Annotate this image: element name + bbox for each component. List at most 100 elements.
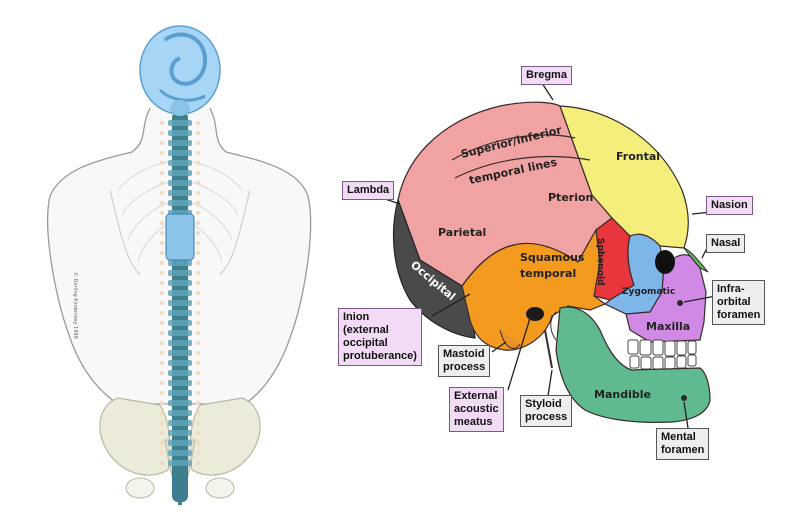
vertebra bbox=[168, 390, 192, 396]
rib-head bbox=[159, 290, 165, 296]
vertebra bbox=[168, 300, 192, 306]
nasal-bone bbox=[682, 247, 709, 273]
vertebra bbox=[168, 200, 192, 206]
vertebra bbox=[168, 380, 192, 386]
zygomatic-label: Zygomatic bbox=[622, 287, 675, 297]
mental-foramen-mark bbox=[681, 395, 687, 401]
rib-head bbox=[159, 120, 165, 126]
infraorbital-foramen-mark bbox=[677, 300, 683, 306]
vertebra bbox=[168, 260, 192, 266]
vertebra bbox=[168, 400, 192, 406]
rib-head bbox=[195, 450, 201, 456]
sphenoid-label: Sphenoid bbox=[595, 238, 605, 286]
rib-head bbox=[195, 330, 201, 336]
rib-head bbox=[195, 420, 201, 426]
rib-head bbox=[195, 210, 201, 216]
pterion-label: Pterion bbox=[548, 191, 593, 204]
mandible-label: Mandible bbox=[594, 388, 651, 401]
parietal-label: Parietal bbox=[438, 226, 486, 239]
nasion-callout: Nasion bbox=[706, 196, 753, 215]
rib-head bbox=[159, 390, 165, 396]
vertebra bbox=[168, 120, 192, 126]
rib-head bbox=[159, 310, 165, 316]
rib-head bbox=[195, 120, 201, 126]
rib-head bbox=[195, 400, 201, 406]
rib-head bbox=[159, 200, 165, 206]
rib-head bbox=[195, 130, 201, 136]
leader-lines bbox=[381, 79, 717, 429]
rib-head bbox=[159, 230, 165, 236]
rib-head bbox=[159, 370, 165, 376]
vertebra bbox=[168, 370, 192, 376]
rib-head bbox=[195, 430, 201, 436]
rib-head bbox=[195, 240, 201, 246]
styloid-process-callout: Styloid process bbox=[520, 395, 573, 427]
rib-head bbox=[195, 300, 201, 306]
rib-head bbox=[159, 190, 165, 196]
rib-head bbox=[195, 160, 201, 166]
vertebra bbox=[168, 350, 192, 356]
copyright-text: © Dorling Kindersley 1999 bbox=[72, 272, 79, 339]
rib-head bbox=[195, 290, 201, 296]
squamous-label: Squamous bbox=[520, 251, 585, 264]
rib-head bbox=[195, 440, 201, 446]
nasal-callout: Nasal bbox=[706, 234, 746, 253]
vertebra bbox=[168, 290, 192, 296]
vertebra bbox=[168, 190, 192, 196]
external-acoustic-meatus-callout: External acoustic meatus bbox=[449, 387, 504, 432]
rib-head bbox=[195, 380, 201, 386]
rib-head bbox=[195, 390, 201, 396]
rib-head bbox=[195, 370, 201, 376]
vertebra bbox=[168, 410, 192, 416]
rib-head bbox=[159, 150, 165, 156]
rib-head bbox=[159, 160, 165, 166]
rib-head bbox=[195, 460, 201, 466]
rib-head bbox=[195, 180, 201, 186]
vertebra bbox=[168, 140, 192, 146]
rib-head bbox=[159, 270, 165, 276]
vertebra bbox=[168, 180, 192, 186]
rib-head bbox=[159, 460, 165, 466]
rib-head bbox=[159, 400, 165, 406]
vertebra bbox=[168, 460, 192, 466]
vertebra bbox=[168, 440, 192, 446]
rib-head bbox=[159, 350, 165, 356]
rib-head bbox=[159, 380, 165, 386]
vertebra bbox=[168, 340, 192, 346]
vertebra bbox=[168, 420, 192, 426]
rib-head bbox=[195, 220, 201, 226]
vertebra bbox=[168, 160, 192, 166]
vertebra bbox=[168, 360, 192, 366]
vertebra bbox=[168, 270, 192, 276]
rib-head bbox=[159, 410, 165, 416]
rib-head bbox=[195, 310, 201, 316]
frontal-label: Frontal bbox=[616, 150, 660, 163]
rib-head bbox=[159, 280, 165, 286]
vertebra bbox=[168, 320, 192, 326]
rib-head bbox=[159, 440, 165, 446]
rib-head bbox=[195, 350, 201, 356]
vertebra bbox=[168, 450, 192, 456]
rib-head bbox=[159, 260, 165, 266]
rib-head bbox=[195, 340, 201, 346]
vertebra bbox=[168, 330, 192, 336]
orbit bbox=[655, 250, 675, 274]
vertebra bbox=[168, 310, 192, 316]
rib-head bbox=[159, 180, 165, 186]
rib-head bbox=[195, 280, 201, 286]
rib-head bbox=[159, 130, 165, 136]
teeth bbox=[627, 339, 697, 370]
mental-foramen-callout: Mental foramen bbox=[656, 428, 710, 460]
temporal-label: temporal bbox=[520, 267, 576, 280]
inion-callout: Inion (external occipital protuberance) bbox=[338, 308, 422, 366]
rib-head bbox=[195, 270, 201, 276]
rib-head bbox=[159, 300, 165, 306]
rib-head bbox=[195, 260, 201, 266]
rib-head bbox=[159, 140, 165, 146]
rib-head bbox=[195, 170, 201, 176]
rib-head bbox=[195, 150, 201, 156]
rib-head bbox=[159, 320, 165, 326]
